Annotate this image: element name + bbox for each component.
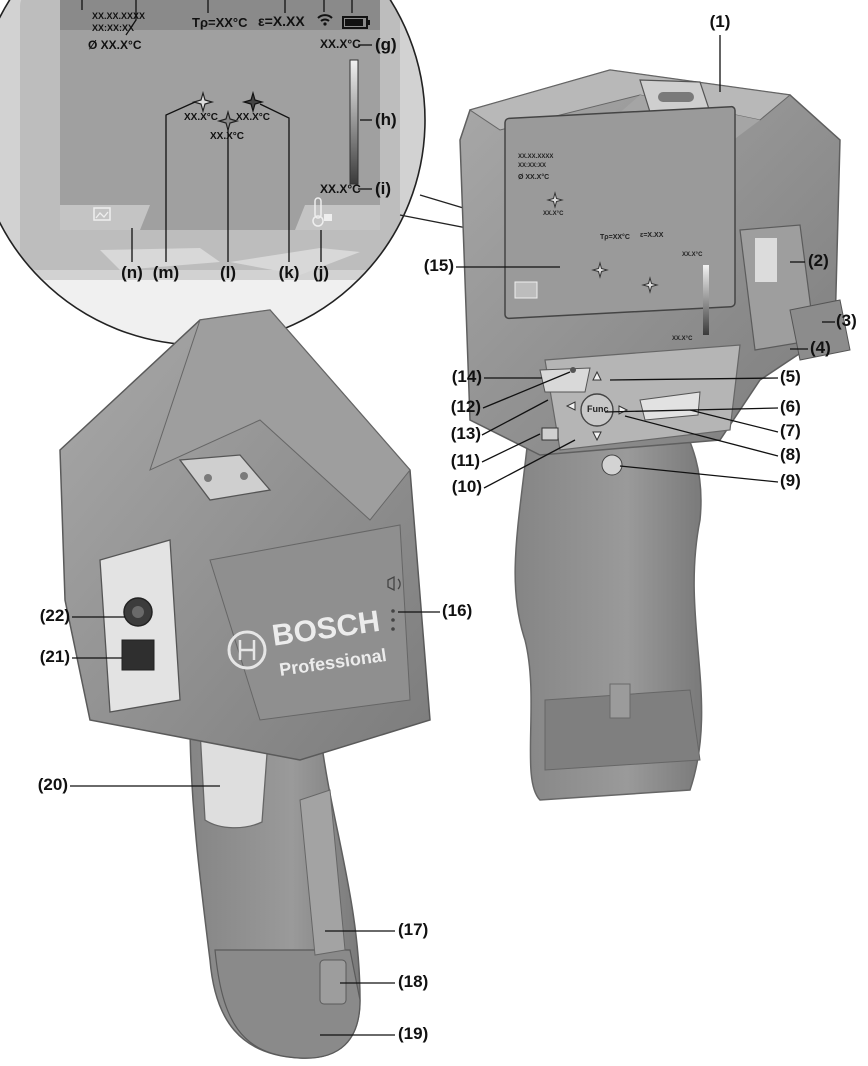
- screen-reflected-temp: Tρ=XX°C: [600, 234, 630, 241]
- inset-leader-lines: [81, 0, 372, 262]
- callout-k: (k): [278, 263, 300, 282]
- screen-avg-temp: Ø XX.X°C: [518, 174, 550, 181]
- screen-emissivity: ε=X.XX: [640, 232, 664, 239]
- callout-1: (1): [709, 12, 731, 31]
- callout-16: (16): [442, 601, 473, 620]
- callout-g: (g): [375, 35, 397, 54]
- callout-6: (6): [780, 397, 801, 416]
- callout-i: (i): [375, 179, 392, 198]
- front-leader-lines: [70, 611, 440, 1036]
- back-leader-lines: [456, 35, 835, 489]
- back-screen: [504, 105, 736, 320]
- screen-max-temp: XX.X°C: [682, 252, 703, 258]
- inset-temp-lock-softkey: [295, 205, 380, 230]
- device-front-view: [59, 309, 440, 1059]
- func-button-label: Func: [587, 404, 609, 414]
- callout-j: (j): [312, 263, 330, 282]
- inset-min-temp: XX.X°C: [320, 182, 361, 196]
- callout-7: (7): [780, 421, 801, 440]
- callout-22: (22): [39, 606, 70, 625]
- gallery-icon: [93, 207, 111, 221]
- crosshair-icon: [241, 90, 265, 114]
- inset-crosshair-temp-2: XX.X°C: [236, 112, 271, 123]
- callout-9: (9): [780, 471, 801, 490]
- callout-h: (h): [375, 110, 397, 129]
- callout-4: (4): [810, 338, 831, 357]
- inset-temperature-scale: [349, 59, 359, 185]
- screen-min-temp: XX.X°C: [672, 336, 693, 342]
- callout-3: (3): [836, 311, 857, 330]
- inset-avg-temp: Ø XX.X°C: [88, 38, 142, 52]
- inset-reflected-temp: Tρ=XX°C: [192, 15, 248, 30]
- callout-13: (13): [450, 424, 481, 443]
- bosch-logo-icon: [227, 630, 267, 670]
- screen-crosshair-temp: XX.X°C: [543, 211, 564, 217]
- callout-11: (11): [450, 451, 480, 470]
- callout-5: (5): [780, 367, 801, 386]
- callout-8: (8): [780, 445, 801, 464]
- callout-12: (12): [450, 397, 481, 416]
- crosshair-icon: [191, 90, 215, 114]
- speaker-icon: [387, 575, 401, 592]
- callout-n: (n): [121, 263, 143, 282]
- inset-emissivity: ε=X.XX: [258, 13, 305, 29]
- callout-19: (19): [398, 1024, 429, 1043]
- battery-icon: [342, 16, 370, 29]
- inset-gallery-softkey: [60, 205, 150, 230]
- callout-m: (m): [152, 263, 180, 282]
- callout-2: (2): [808, 251, 829, 270]
- inset-max-temp: XX.X°C: [320, 37, 361, 51]
- inset-screen: [60, 0, 380, 230]
- callout-20: (20): [37, 775, 68, 794]
- inset-time: XX:XX:XX: [92, 23, 135, 33]
- device-back-view: [456, 35, 851, 801]
- callout-15: (15): [423, 256, 454, 275]
- callout-17: (17): [398, 920, 429, 939]
- callout-l: (l): [219, 263, 237, 282]
- inset-crosshair-temp-1: XX.X°C: [184, 112, 219, 123]
- thermometer-lock-icon: [312, 197, 332, 227]
- callout-14: (14): [451, 367, 482, 386]
- inset-magnifier: [0, 0, 426, 346]
- wifi-icon: [317, 14, 333, 26]
- callout-18: (18): [398, 972, 429, 991]
- screen-time: XX:XX:XX: [518, 163, 547, 169]
- inset-date: XX.XX.XXXX: [92, 11, 146, 21]
- callout-21: (21): [39, 647, 70, 666]
- func-button: [580, 393, 614, 427]
- screen-date: XX.XX.XXXX: [518, 154, 554, 160]
- callout-10: (10): [451, 477, 482, 496]
- inset-crosshair-temp-3: XX.X°C: [210, 131, 245, 142]
